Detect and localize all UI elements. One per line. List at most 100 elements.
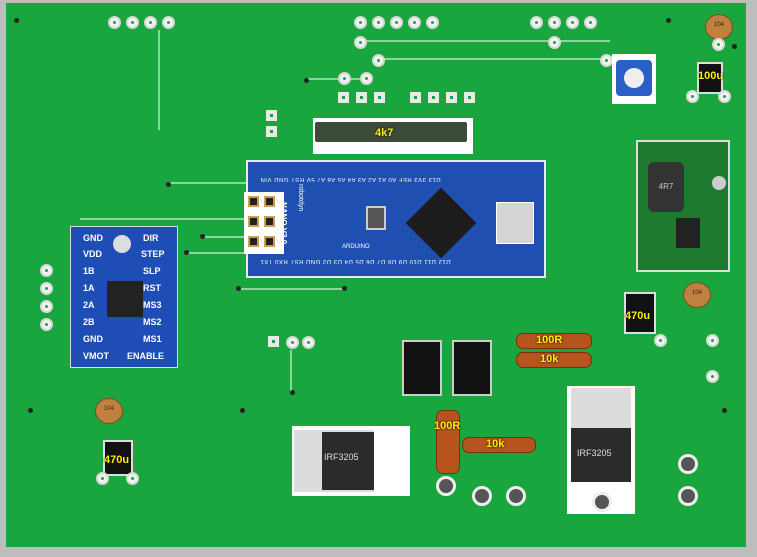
ceramic-capacitor: 104 — [95, 398, 123, 424]
pad — [40, 282, 53, 295]
pin-labels-bottom: D12 D11 D10 D9 D8 D7 D6 D5 D4 D3 D2 GND … — [260, 258, 451, 264]
trimmer — [712, 176, 726, 190]
pad — [712, 38, 725, 51]
pad — [96, 472, 109, 485]
via — [200, 234, 205, 239]
pad — [40, 300, 53, 313]
driver-left-pin-3: 1B — [83, 266, 95, 276]
pad — [566, 16, 579, 29]
pad — [40, 318, 53, 331]
power-pad — [678, 486, 698, 506]
driver-left-pin-7: GND — [83, 334, 103, 344]
pad — [372, 16, 385, 29]
trace — [290, 350, 292, 392]
arduino-brand: ARDUINO — [342, 244, 370, 250]
driver-left-pin-5: 2A — [83, 300, 95, 310]
arduino-nano: ARDUINO NANO V3.0 robotdyn D13 3V3 REF A… — [246, 160, 546, 278]
pad — [40, 264, 53, 277]
via — [14, 18, 19, 23]
pad — [360, 72, 373, 85]
driver-right-pin-8: ENABLE — [127, 351, 165, 361]
pad — [356, 92, 367, 103]
pad — [338, 72, 351, 85]
via — [184, 250, 189, 255]
optocoupler — [402, 340, 442, 396]
driver-right-pin-6: MS2 — [143, 317, 162, 327]
power-pad — [436, 476, 456, 496]
capacitor-label: 470u — [104, 454, 130, 466]
ceramic-capacitor: 104 — [683, 282, 711, 308]
pad — [266, 126, 277, 137]
resistor-label: 10k — [540, 353, 559, 365]
via — [722, 408, 727, 413]
ceramic-capacitor: 104 — [705, 14, 733, 40]
pad — [126, 472, 139, 485]
resistor-label: 100R — [434, 420, 461, 432]
pad — [338, 92, 349, 103]
reset-button — [366, 206, 386, 230]
driver-left-pin-2: VDD — [83, 249, 103, 259]
pad — [268, 336, 279, 347]
pad — [408, 16, 421, 29]
stepper-driver: GND VDD 1B 1A 2A 2B GND VMOT DIR STEP SL… — [70, 226, 178, 368]
driver-right-pin-1: DIR — [143, 233, 159, 243]
pad — [718, 90, 731, 103]
pad — [286, 336, 299, 349]
usb-connector — [496, 202, 534, 244]
mosfet-q1: IRF3205 — [292, 426, 410, 496]
trace — [80, 218, 250, 220]
via — [666, 18, 671, 23]
trace — [168, 182, 248, 184]
pad — [686, 90, 699, 103]
power-pad — [592, 492, 612, 512]
via — [166, 182, 171, 187]
pad — [108, 16, 121, 29]
driver-right-pin-2: STEP — [141, 249, 165, 259]
capacitor-label: 470u — [625, 310, 651, 322]
pad — [144, 16, 157, 29]
pad — [354, 16, 367, 29]
pad — [374, 92, 385, 103]
resistor-label: 100R — [536, 334, 563, 346]
icsp-header — [244, 192, 284, 254]
resistor-array-label: 4k7 — [375, 127, 394, 139]
via — [290, 390, 295, 395]
pad — [162, 16, 175, 29]
pad — [372, 54, 385, 67]
driver-left-pin-1: GND — [83, 233, 103, 243]
driver-right-pin-4: RST — [143, 283, 161, 293]
via — [240, 408, 245, 413]
resistor-label: 10k — [486, 438, 505, 450]
driver-left-pin-8: VMOT — [83, 351, 109, 361]
pad — [548, 36, 561, 49]
microcontroller-chip — [405, 187, 477, 259]
driver-right-pin-5: MS3 — [143, 300, 162, 310]
power-pad — [678, 454, 698, 474]
pad — [428, 92, 439, 103]
pad — [354, 36, 367, 49]
trace — [186, 252, 248, 254]
pad — [302, 336, 315, 349]
resistor — [462, 437, 536, 453]
pad — [584, 16, 597, 29]
pin-labels-top: D13 3V3 REF A0 A1 A2 A3 A4 A5 A6 A7 5V R… — [260, 176, 441, 182]
optocoupler — [452, 340, 492, 396]
potentiometer — [612, 54, 656, 104]
arduino-vendor: robotdyn — [297, 184, 304, 212]
inductor: 4R7 — [648, 162, 684, 212]
resistor — [516, 352, 592, 368]
driver-chip — [107, 281, 143, 317]
power-pad — [472, 486, 492, 506]
driver-left-pin-4: 1A — [83, 283, 95, 293]
trace — [158, 30, 160, 130]
driver-right-pin-3: SLP — [143, 266, 161, 276]
pad — [464, 92, 475, 103]
resistor — [436, 410, 460, 474]
buck-converter: 4R7 — [636, 140, 730, 272]
pad — [410, 92, 421, 103]
driver-right-pin-7: MS1 — [143, 334, 162, 344]
pad — [548, 16, 561, 29]
via — [342, 286, 347, 291]
pad — [426, 16, 439, 29]
driver-left-pin-6: 2B — [83, 317, 95, 327]
